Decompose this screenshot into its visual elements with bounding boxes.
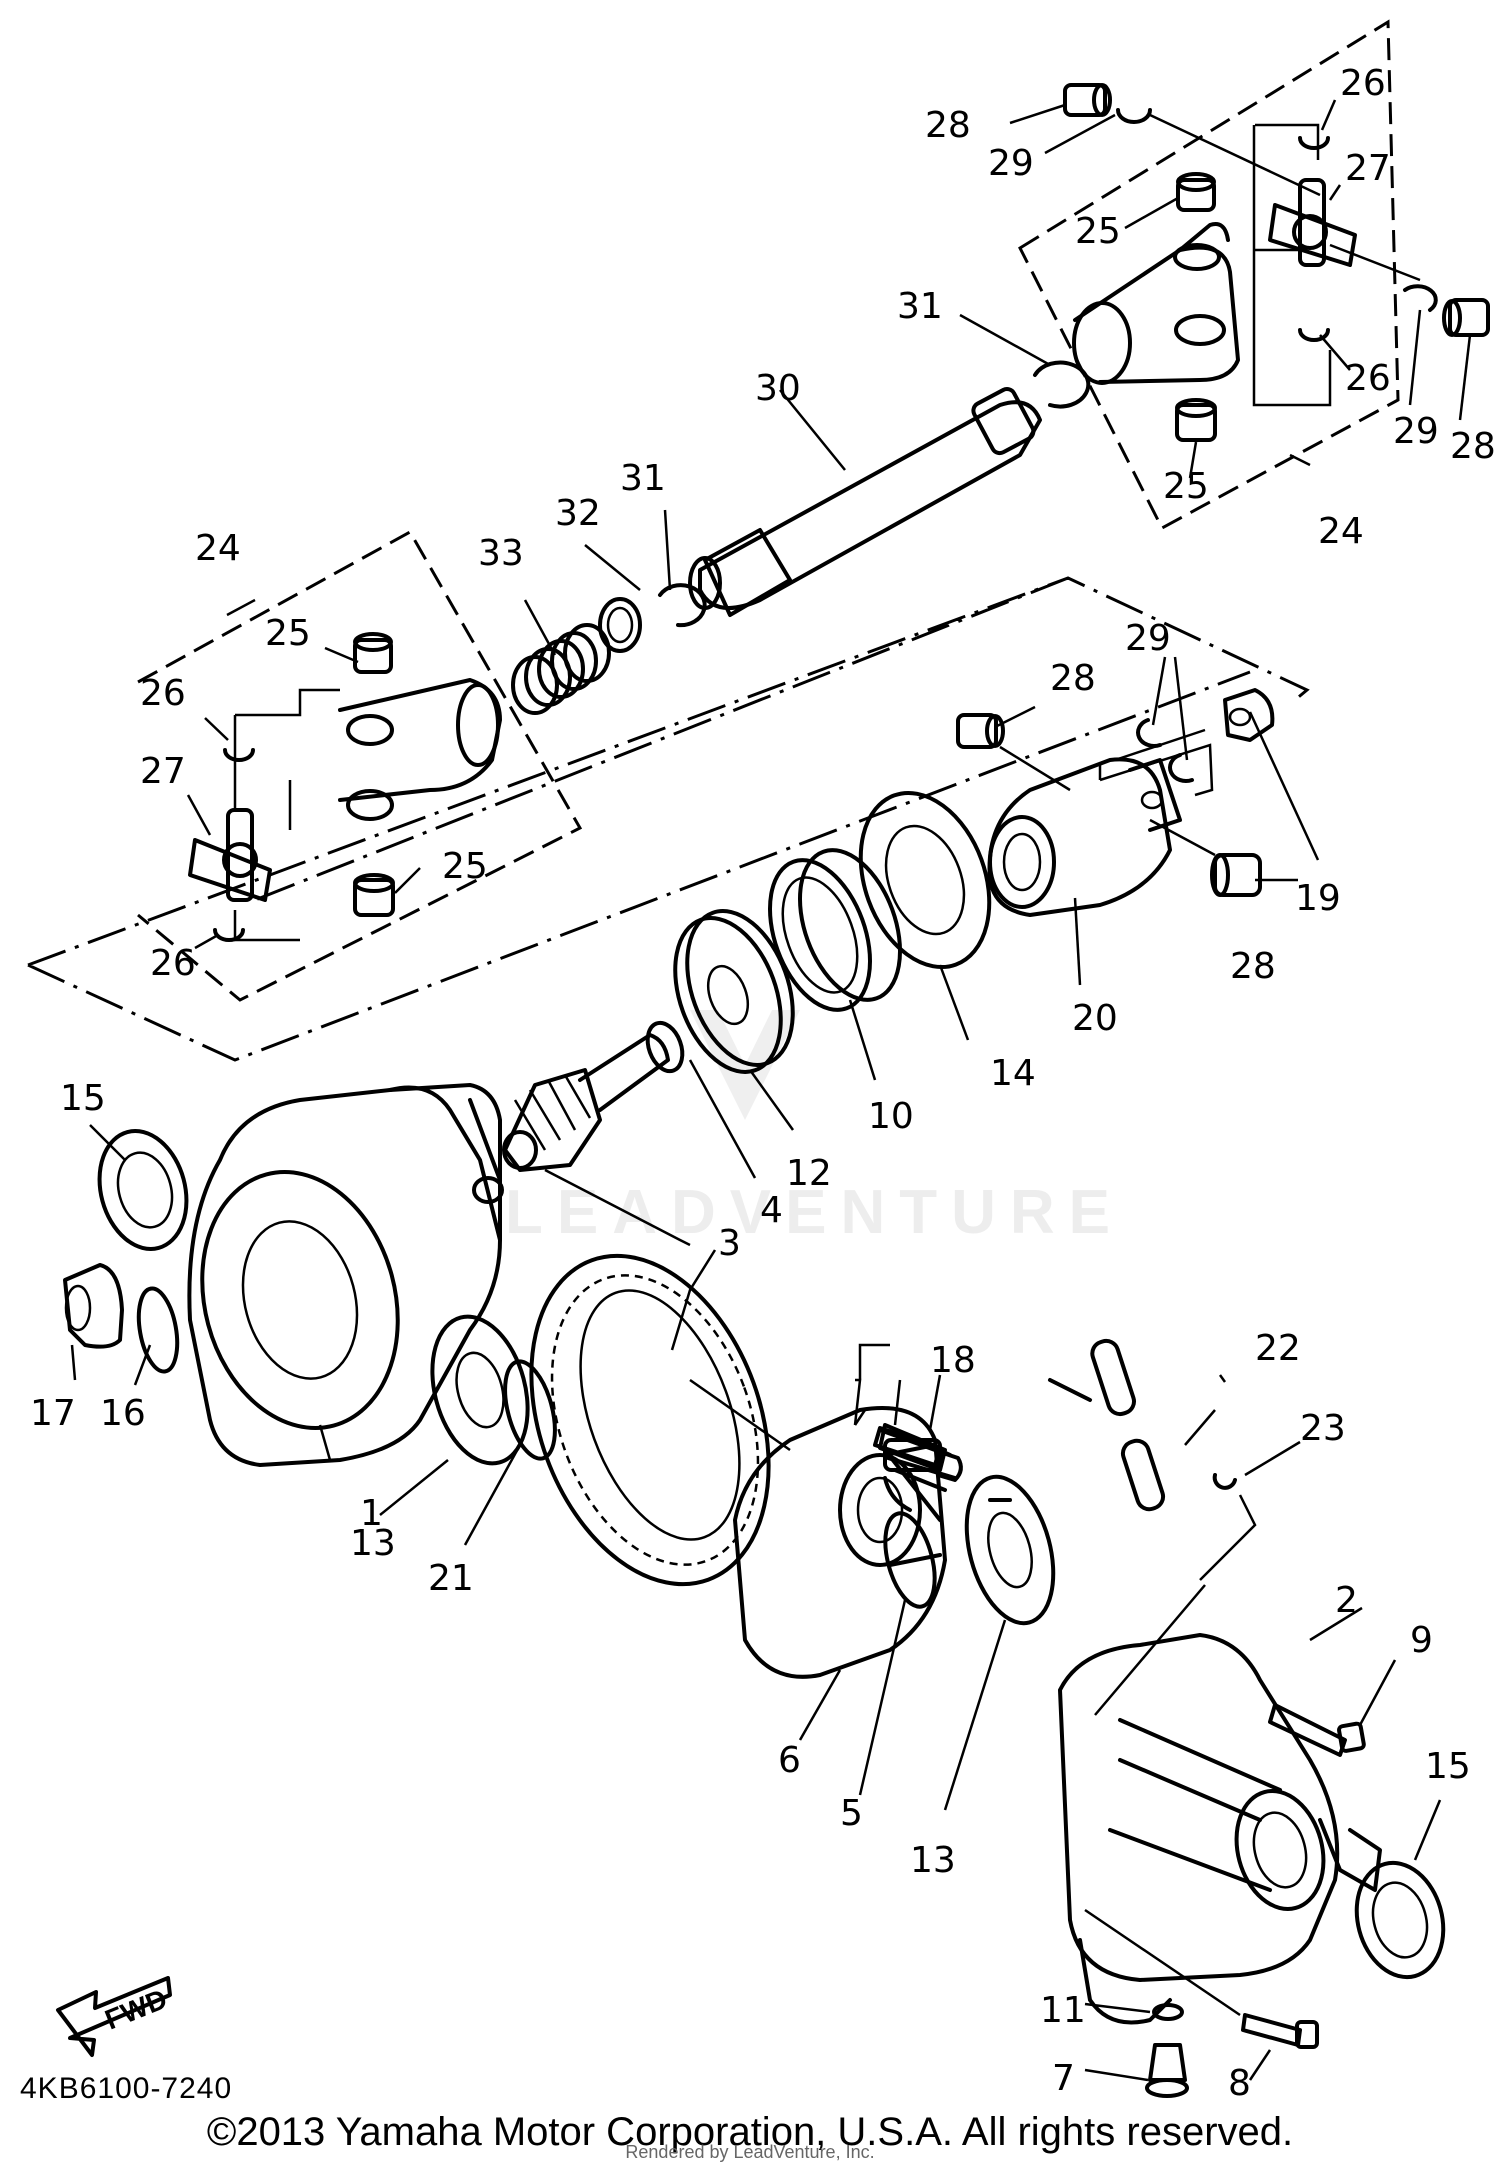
spring-and-washer <box>511 597 642 715</box>
label-24b: 24 <box>1318 511 1364 552</box>
fwd-arrow-icon: FWD <box>56 1976 172 2057</box>
label-29a: 29 <box>988 143 1034 184</box>
label-27a: 27 <box>140 751 186 792</box>
part-labels: 1 2 3 4 5 6 7 8 9 10 11 12 13 13 14 15 1… <box>30 63 1496 2104</box>
label-4: 4 <box>760 1190 783 1231</box>
label-14: 14 <box>990 1053 1036 1094</box>
rendered-by-notice: Rendered by LeadVenture, Inc. <box>625 2142 875 2162</box>
label-26b: 26 <box>150 943 196 984</box>
label-20: 20 <box>1072 998 1118 1039</box>
label-16: 16 <box>100 1393 146 1434</box>
label-13a: 13 <box>350 1523 396 1564</box>
watermark: LEADVENTURE <box>505 1010 1124 1247</box>
bolt-18 <box>853 1409 942 1467</box>
label-25a: 25 <box>265 613 311 654</box>
universal-joint-group-upper <box>1018 19 1490 531</box>
label-28b: 28 <box>1450 426 1496 467</box>
gear-case-left <box>63 1083 504 1467</box>
pins-22-23 <box>1090 1338 1301 1581</box>
label-25b: 25 <box>442 846 488 887</box>
label-2: 2 <box>1335 1580 1358 1621</box>
label-24a: 24 <box>195 528 241 569</box>
label-3: 3 <box>718 1223 741 1264</box>
watermark-text: LEADVENTURE <box>505 1178 1124 1247</box>
label-33: 33 <box>478 533 524 574</box>
label-29c: 29 <box>1125 618 1171 659</box>
label-26c: 26 <box>1340 63 1386 104</box>
label-28d: 28 <box>1230 946 1276 987</box>
universal-joint-group-lower <box>137 529 583 1002</box>
label-7: 7 <box>1052 2058 1075 2099</box>
label-15a: 15 <box>60 1078 106 1119</box>
differential-group <box>430 1253 1092 1679</box>
label-9: 9 <box>1410 1620 1433 1661</box>
label-22: 22 <box>1255 1328 1301 1369</box>
gear-case-right <box>1058 1584 1446 2098</box>
joint-housing <box>956 688 1275 917</box>
label-10: 10 <box>868 1096 914 1137</box>
label-12: 12 <box>786 1153 832 1194</box>
part-code: 4KB6100-7240 <box>20 2072 233 2105</box>
label-15b: 15 <box>1425 1746 1471 1787</box>
bearing-stack <box>645 790 992 1074</box>
label-17: 17 <box>30 1393 76 1434</box>
label-6: 6 <box>778 1740 801 1781</box>
assembly-frame <box>27 576 1310 1062</box>
label-31a: 31 <box>897 286 943 327</box>
label-25c: 25 <box>1075 211 1121 252</box>
label-28c: 28 <box>1050 658 1096 699</box>
label-8: 8 <box>1228 2063 1251 2104</box>
label-30: 30 <box>755 368 801 409</box>
label-26a: 26 <box>140 673 186 714</box>
label-32: 32 <box>555 493 601 534</box>
pinion-gear <box>502 1033 691 1247</box>
label-13b: 13 <box>910 1840 956 1881</box>
label-5: 5 <box>840 1793 863 1834</box>
label-23: 23 <box>1300 1408 1346 1449</box>
label-29b: 29 <box>1393 411 1439 452</box>
drive-shaft <box>658 313 1091 628</box>
label-27b: 27 <box>1345 148 1391 189</box>
label-1: 1 <box>360 1493 383 1534</box>
label-28a: 28 <box>925 105 971 146</box>
label-21: 21 <box>428 1558 474 1599</box>
label-18: 18 <box>930 1340 976 1381</box>
label-26d: 26 <box>1345 358 1391 399</box>
leader-lines <box>70 99 1472 2082</box>
label-31b: 31 <box>620 458 666 499</box>
label-19: 19 <box>1295 878 1341 919</box>
label-25d: 25 <box>1163 466 1209 507</box>
label-11: 11 <box>1040 1990 1086 2031</box>
copyright-notice: ©2013 Yamaha Motor Corporation, U.S.A. A… <box>206 2110 1294 2154</box>
